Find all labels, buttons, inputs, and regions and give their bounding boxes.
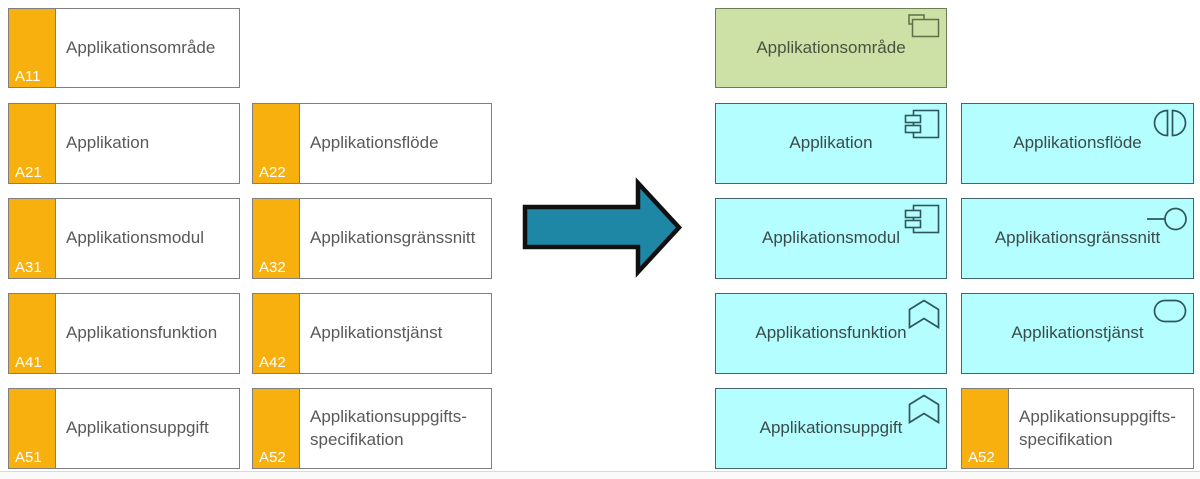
box-label: Applikationsflöde xyxy=(1013,133,1142,153)
source-box-a51: A51 Applikationsuppgift xyxy=(8,388,240,469)
component-icon xyxy=(904,204,940,234)
target-box-grouping: Applikationsområde xyxy=(715,8,947,88)
target-box-a52: A52 Applikationsuppgifts-specifikation xyxy=(961,388,1194,469)
source-box-a22: A22 Applikationsflöde xyxy=(252,103,492,184)
code-label: A41 xyxy=(15,354,42,371)
code-tab: A41 xyxy=(9,294,56,373)
box-label: Applikationsmodul xyxy=(762,228,900,248)
code-tab: A31 xyxy=(9,199,56,278)
code-label: A22 xyxy=(259,164,286,181)
code-tab: A21 xyxy=(9,104,56,183)
interaction-icon xyxy=(1153,109,1187,137)
component-icon xyxy=(904,109,940,139)
interface-icon xyxy=(1147,207,1187,231)
box-label: Applikationsområde xyxy=(756,37,906,57)
code-tab: A52 xyxy=(253,389,300,468)
target-box-flode: Applikationsflöde xyxy=(961,103,1194,184)
source-box-a42: A42 Applikationstjänst xyxy=(252,293,492,374)
box-label: Applikationsfunktion xyxy=(755,323,907,343)
folder-icon xyxy=(908,14,940,38)
page-bottom-edge xyxy=(0,471,1200,479)
code-label: A51 xyxy=(15,449,42,466)
code-label: A42 xyxy=(259,354,286,371)
box-label: Applikationsområde xyxy=(66,37,216,57)
source-box-a52: A52 Applikationsuppgifts-specifikation xyxy=(252,388,492,469)
box-label: Applikationsuppgifts-specifikation xyxy=(1019,406,1176,449)
box-label: Applikationsflöde xyxy=(310,133,439,153)
function-icon xyxy=(908,299,940,329)
code-label: A32 xyxy=(259,259,286,276)
box-label: Applikationsuppgifts-specifikation xyxy=(310,406,467,449)
target-box-applikation: Applikation xyxy=(715,103,947,184)
code-label: A31 xyxy=(15,259,42,276)
target-box-granssnitt: Applikationsgränssnitt xyxy=(961,198,1194,279)
box-label: Applikationsgränssnitt xyxy=(310,228,476,248)
box-label: Applikationsgränssnitt xyxy=(994,228,1161,248)
target-box-tjanst: Applikationstjänst xyxy=(961,293,1194,374)
source-box-a41: A41 Applikationsfunktion xyxy=(8,293,240,374)
box-label: Applikation xyxy=(66,133,150,153)
box-label: Applikationsuppgift xyxy=(66,418,209,438)
box-label: Applikation xyxy=(789,133,873,153)
target-box-modul: Applikationsmodul xyxy=(715,198,947,279)
box-label: Applikationsmodul xyxy=(66,228,204,248)
source-box-a11: A11 Applikationsområde xyxy=(8,8,240,88)
code-label: A52 xyxy=(968,449,995,466)
box-label: Applikationsuppgift xyxy=(759,418,903,438)
source-box-a31: A31 Applikationsmodul xyxy=(8,198,240,279)
code-tab: A42 xyxy=(253,294,300,373)
code-tab: A51 xyxy=(9,389,56,468)
right-arrow-icon xyxy=(522,177,683,278)
function-icon xyxy=(908,394,940,424)
code-tab: A22 xyxy=(253,104,300,183)
code-label: A11 xyxy=(15,68,41,85)
target-box-funktion: Applikationsfunktion xyxy=(715,293,947,374)
service-icon xyxy=(1153,299,1187,323)
code-label: A52 xyxy=(259,449,286,466)
source-box-a21: A21 Applikation xyxy=(8,103,240,184)
code-tab: A11 xyxy=(9,9,56,87)
code-tab: A52 xyxy=(962,389,1009,468)
source-box-a32: A32 Applikationsgränssnitt xyxy=(252,198,492,279)
code-label: A21 xyxy=(15,164,42,181)
box-label: Applikationstjänst xyxy=(1011,323,1144,343)
box-label: Applikationstjänst xyxy=(310,323,443,343)
target-box-uppgift: Applikationsuppgift xyxy=(715,388,947,469)
box-label: Applikationsfunktion xyxy=(66,323,218,343)
code-tab: A32 xyxy=(253,199,300,278)
